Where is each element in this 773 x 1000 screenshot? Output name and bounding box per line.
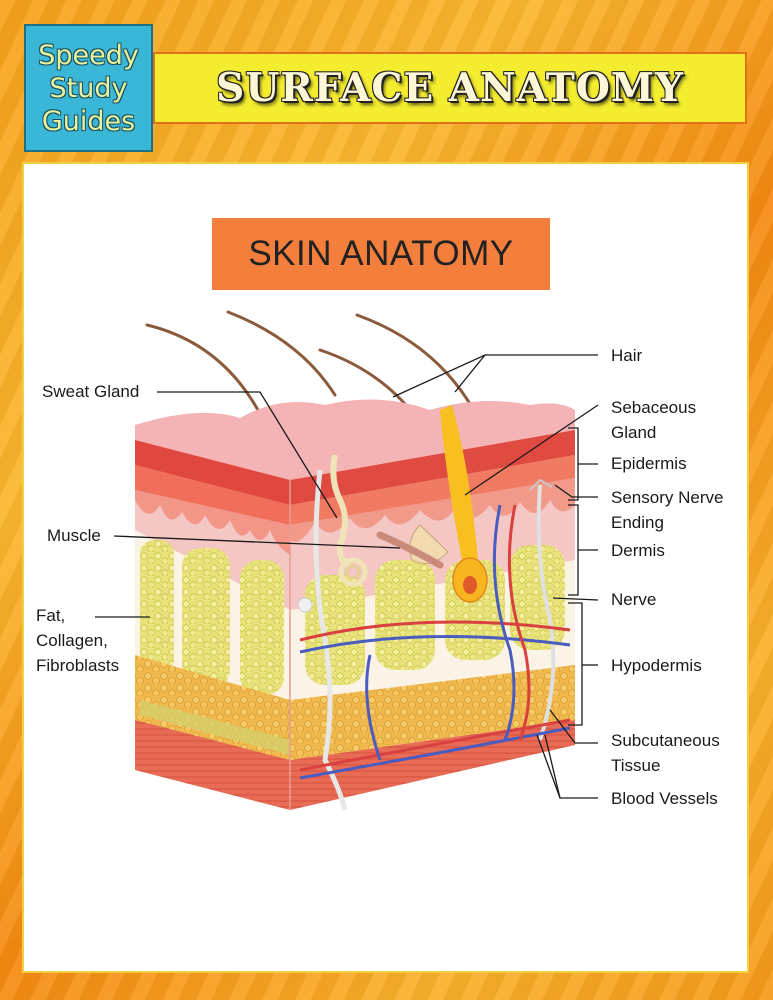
label-blood-vessels: Blood Vessels (611, 789, 718, 808)
label-sensory-line-1: Sensory Nerve (611, 488, 724, 507)
nerve-fiber-1 (313, 469, 348, 811)
dermal-papillae-left (135, 490, 290, 555)
label-hair: Hair (611, 346, 643, 365)
label-nerve: Nerve (611, 590, 657, 609)
label-sweat-gland: Sweat Gland (42, 382, 140, 401)
leader-lines (95, 354, 599, 799)
subcutaneous-leader (549, 709, 598, 744)
sebaceous-leader (464, 404, 599, 496)
logo-line-3: Guides (41, 105, 136, 137)
connective-band (140, 700, 290, 755)
vein-1 (299, 634, 571, 654)
hair-strand-4 (355, 313, 480, 420)
sweat-gland-leader (157, 391, 338, 519)
dermal-papillae-right (290, 478, 575, 542)
artery-2 (299, 718, 571, 772)
artery-1 (299, 620, 571, 642)
vein-2 (299, 726, 571, 780)
logo-line-1: Speedy (38, 39, 139, 71)
skin-block (135, 399, 575, 811)
sweat-gland-coil-2 (345, 564, 361, 580)
muscle-leader (113, 535, 401, 549)
label-epidermis: Epidermis (611, 454, 687, 473)
epidermis-surface (135, 399, 575, 480)
sweat-gland-coil-1 (338, 557, 368, 587)
nerve-leader (552, 597, 599, 601)
hair-follicle (440, 405, 478, 560)
logo-line-2: Study (49, 72, 128, 104)
muscle-layer-right (290, 720, 575, 810)
arrector-pili-muscle (376, 531, 444, 569)
subcutaneous-right (290, 665, 575, 760)
label-subcutaneous-line-1: Subcutaneous (611, 731, 720, 750)
sweat-duct (330, 454, 352, 568)
label-hypodermis: Hypodermis (611, 656, 702, 675)
fat-column-7 (510, 545, 565, 650)
label-sensory-line-2: Ending (611, 513, 664, 532)
epidermis-layer-orange-right (290, 455, 575, 525)
sensory-nerve-ending-shape (529, 478, 553, 491)
pacinian-corpuscle (297, 597, 313, 613)
hair-papilla (463, 576, 477, 594)
label-fat-line-1: Fat, (36, 606, 66, 625)
hair-leader-b (454, 354, 486, 393)
label-sebaceous-line-2: Gland (611, 423, 657, 442)
vein-3 (492, 504, 516, 741)
label-fat-line-3: Fibroblasts (36, 656, 120, 675)
label-muscle: Muscle (47, 526, 101, 545)
hair-strand-2 (226, 310, 337, 397)
epidermis-layer-orange (135, 465, 290, 525)
cover-title-bar: SURFACE ANATOMY (153, 52, 747, 124)
artery-3 (507, 504, 531, 741)
sensory-leader (554, 484, 598, 498)
hair-leader-a (392, 354, 598, 398)
hypodermis-bracket (568, 602, 583, 726)
fat-column-1 (140, 540, 174, 675)
fat-column-3 (240, 560, 284, 695)
label-fat-line-2: Collagen, (36, 631, 108, 650)
label-dermis: Dermis (611, 541, 665, 560)
epidermis-layer-red (135, 440, 290, 505)
muscle-layer-left (135, 720, 290, 810)
blood-vessels-group (299, 504, 571, 780)
epidermis-layer-red-right (290, 430, 575, 505)
diagram-title: SKIN ANATOMY (248, 234, 514, 273)
nerve-fiber-2 (536, 484, 556, 741)
diagram-title-box: SKIN ANATOMY (212, 218, 550, 290)
blood-leader-b (544, 734, 561, 799)
vein-4 (365, 654, 382, 761)
speedy-study-guides-logo: Speedy Study Guides (24, 24, 153, 152)
label-subcutaneous-line-2: Tissue (611, 756, 661, 775)
fat-column-2 (182, 548, 230, 688)
label-sebaceous-line-1: Sebaceous (611, 398, 697, 417)
fat-column-5 (375, 560, 435, 670)
cover-title: SURFACE ANATOMY (216, 65, 684, 111)
